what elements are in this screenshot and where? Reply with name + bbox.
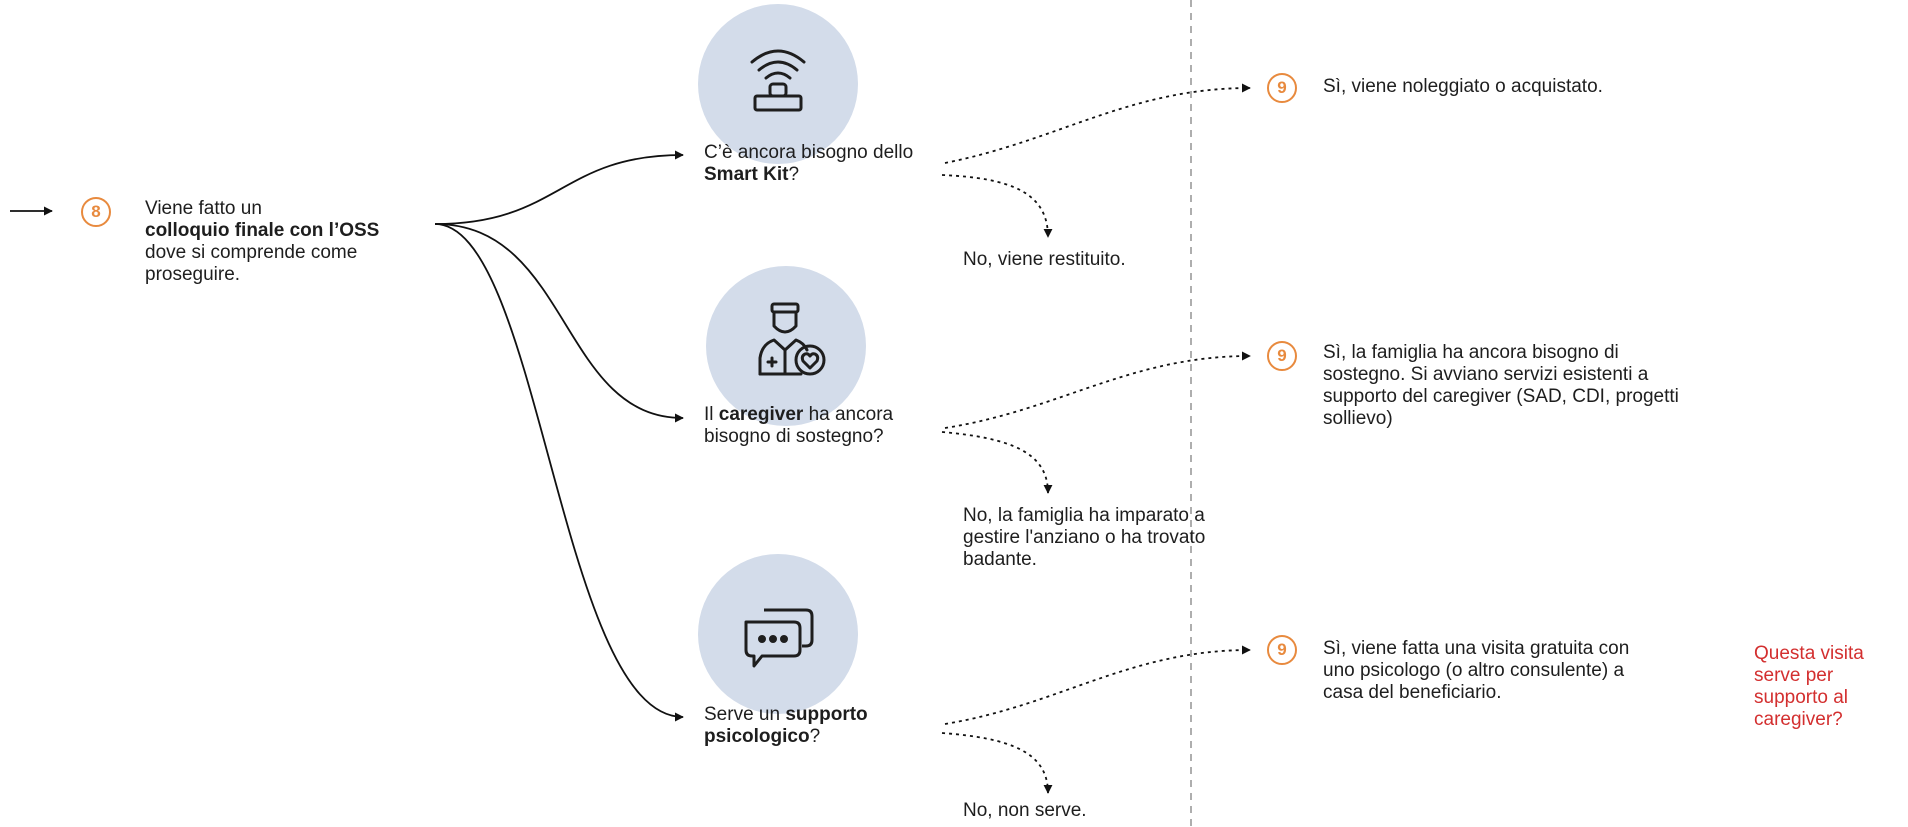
review-comment: Questa visita serve per supporto al care… bbox=[1754, 643, 1864, 730]
no-arrow-3 bbox=[941, 732, 1053, 794]
q2-post: ha ancora bisogno di sostegno? bbox=[704, 404, 894, 447]
smart-kit-circle bbox=[698, 4, 858, 164]
smart-kit-wifi-icon bbox=[750, 49, 806, 112]
yes-arrow-1 bbox=[944, 83, 1251, 164]
no-arrow-1 bbox=[941, 174, 1053, 238]
chat-bubbles-icon bbox=[744, 608, 814, 668]
no-answer-2: No, la famiglia ha imparato a gestire l'… bbox=[963, 505, 1206, 570]
question-psych: Serve un supporto psicologico? bbox=[704, 704, 944, 748]
branch-to-q3 bbox=[434, 223, 684, 722]
question-smart-kit: C’è ancora bisogno dello Smart Kit? bbox=[704, 142, 934, 186]
question-caregiver: Il caregiver ha ancora bisogno di sosteg… bbox=[704, 404, 924, 448]
step-badge-8: 8 bbox=[81, 197, 111, 227]
branch-to-q1 bbox=[434, 150, 684, 225]
q3-post: ? bbox=[809, 726, 821, 747]
start-rest: dove si comprende come proseguire. bbox=[145, 242, 358, 285]
no-answer-3: No, non serve. bbox=[963, 800, 1087, 821]
yes-answer-2: Sì, la famiglia ha ancora bisogno di sos… bbox=[1323, 342, 1679, 429]
start-bold: colloquio finale con l’OSS bbox=[145, 220, 380, 241]
step-badge-9-b: 9 bbox=[1267, 341, 1297, 371]
caregiver-heart-icon bbox=[758, 302, 826, 376]
q1-pre: C’è ancora bisogno dello bbox=[704, 142, 914, 163]
q3-pre: Serve un bbox=[704, 704, 786, 725]
start-line1: Viene fatto un bbox=[145, 198, 262, 219]
q2-pre: Il bbox=[704, 404, 719, 425]
step-badge-9-c: 9 bbox=[1267, 635, 1297, 665]
branch-to-q2 bbox=[434, 223, 684, 423]
psychologist-circle bbox=[698, 554, 858, 714]
no-answer-1: No, viene restituito. bbox=[963, 249, 1126, 270]
q1-bold: Smart Kit bbox=[704, 164, 789, 185]
q2-bold: caregiver bbox=[718, 404, 804, 425]
yes-arrow-3 bbox=[944, 645, 1251, 725]
q1-post: ? bbox=[788, 164, 800, 185]
no-arrow-2 bbox=[941, 431, 1053, 494]
caregiver-circle bbox=[706, 266, 866, 426]
q3-bold: supporto psicologico bbox=[704, 704, 868, 747]
yes-answer-1: Sì, viene noleggiato o acquistato. bbox=[1323, 76, 1603, 97]
final-interview-text: Viene fatto un colloquio finale con l’OS… bbox=[145, 198, 405, 286]
yes-answer-3: Sì, viene fatta una visita gratuita con … bbox=[1323, 638, 1630, 703]
step-badge-9-a: 9 bbox=[1267, 73, 1297, 103]
yes-arrow-2 bbox=[944, 351, 1251, 429]
